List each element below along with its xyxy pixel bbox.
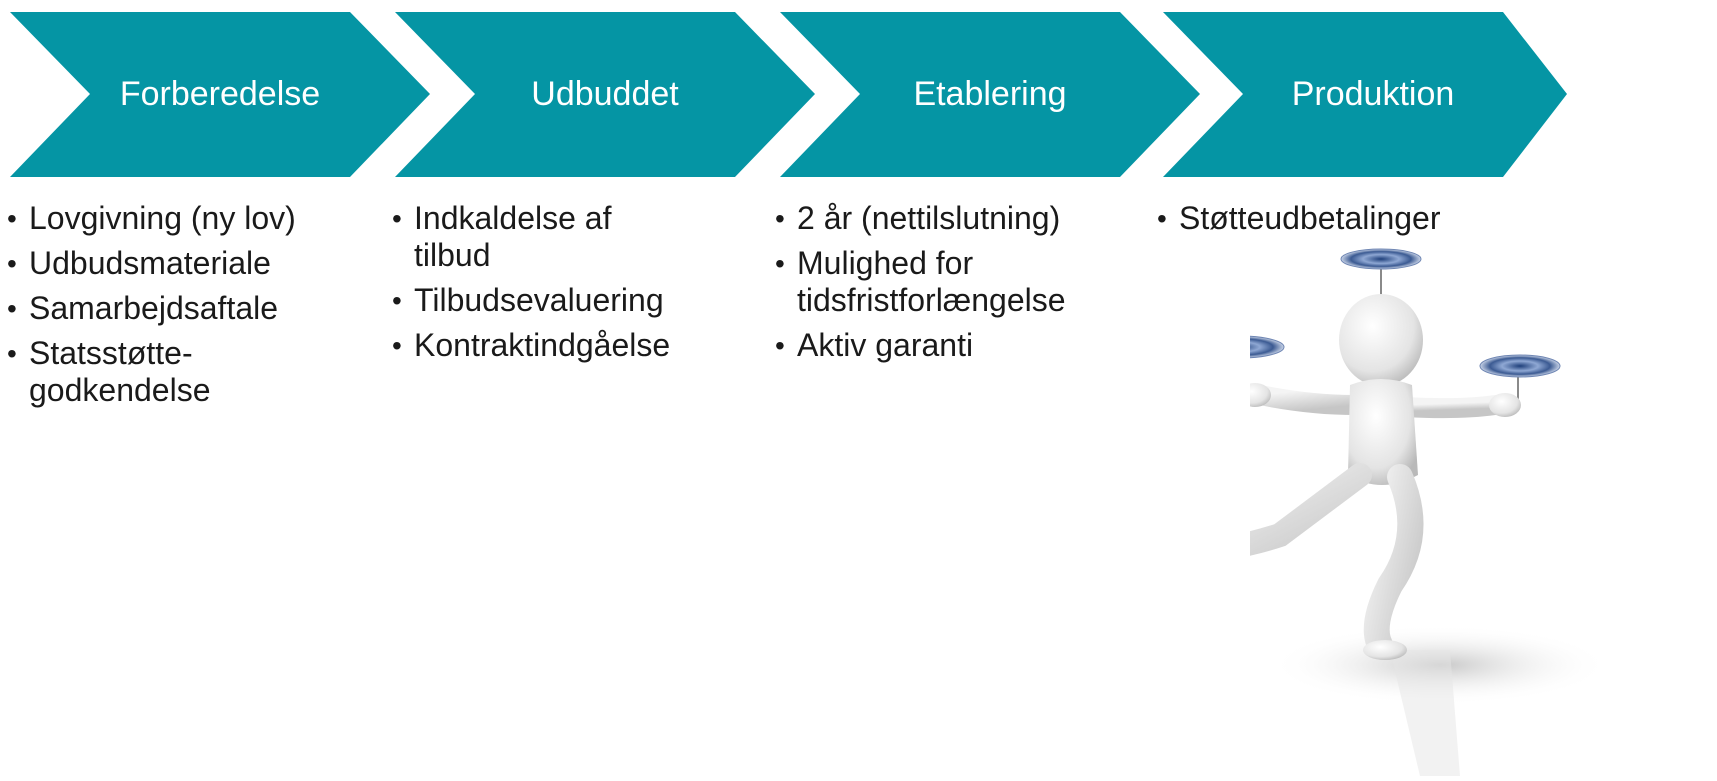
list-item: Samarbejdsaftale	[5, 290, 375, 327]
list-item: Aktiv garanti	[773, 327, 1153, 364]
chevron-stage-2: Udbuddet	[395, 12, 815, 177]
list-item: Statsstøtte- godkendelse	[5, 335, 375, 409]
stage-1-list: Lovgivning (ny lov) Udbudsmateriale Sama…	[5, 200, 375, 417]
stage-label: Udbuddet	[531, 75, 679, 113]
stage-label: Produktion	[1291, 75, 1455, 113]
list-item: Støtteudbetalinger	[1155, 200, 1555, 237]
plate-spinning-figure-illustration	[1162, 245, 1717, 776]
list-item: Udbudsmateriale	[5, 245, 375, 282]
chevron-shape	[1163, 12, 1567, 177]
stick-figure-icon	[1162, 248, 1610, 776]
stage-label: Etablering	[913, 75, 1067, 113]
list-item: 2 år (nettilslutning)	[773, 200, 1153, 237]
list-item: Indkaldelse af tilbud	[390, 200, 760, 274]
stage-2-list: Indkaldelse af tilbud Tilbudsevaluering …	[390, 200, 760, 372]
list-item: Kontraktindgåelse	[390, 327, 760, 364]
chevron-stage-1: Forberedelse	[10, 12, 430, 177]
chevron-shape	[395, 12, 815, 177]
list-item: Mulighed for tidsfristforlængelse	[773, 245, 1153, 319]
list-item: Tilbudsevaluering	[390, 282, 760, 319]
chevron-stage-4: Produktion	[1163, 12, 1583, 177]
stage-3-list: 2 år (nettilslutning) Mulighed for tidsf…	[773, 200, 1153, 372]
chevron-stage-3: Etablering	[780, 12, 1200, 177]
list-item: Lovgivning (ny lov)	[5, 200, 375, 237]
stage-4-list: Støtteudbetalinger	[1155, 200, 1555, 245]
process-chevron-row: Forberedelse Udbuddet Etablering Produkt…	[0, 0, 1717, 180]
chevron-shape	[10, 12, 430, 177]
chevron-shape	[780, 12, 1200, 177]
stage-label: Forberedelse	[119, 75, 321, 113]
